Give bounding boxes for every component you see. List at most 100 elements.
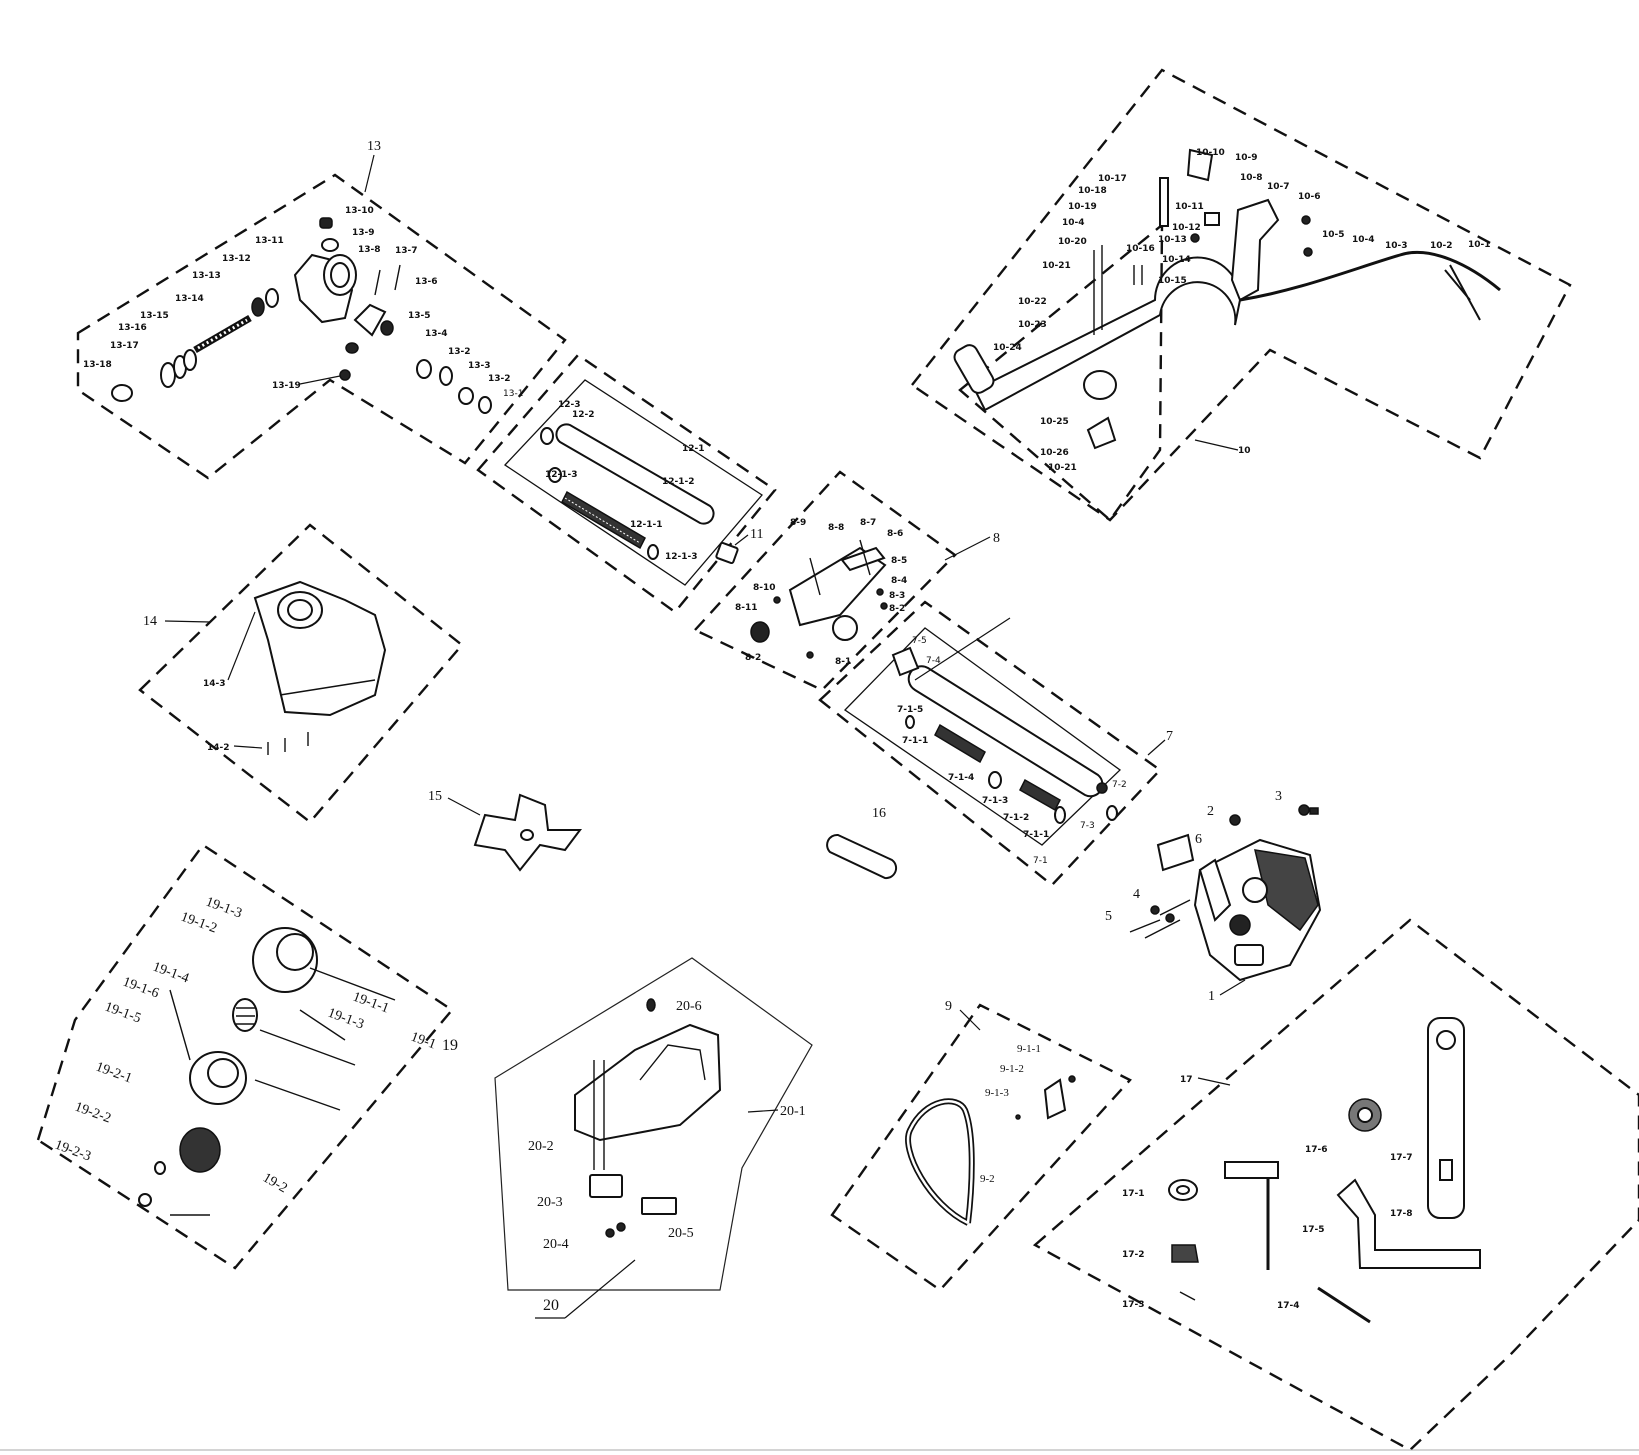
label: 7-1-4 bbox=[948, 773, 974, 783]
label: 8-1 bbox=[835, 657, 851, 667]
label: 10-14 bbox=[1162, 255, 1191, 265]
label: 17-2 bbox=[1122, 1250, 1145, 1260]
group-7-boundary bbox=[818, 600, 1162, 887]
label: 20-5 bbox=[668, 1226, 694, 1241]
label: 17-7 bbox=[1390, 1153, 1413, 1163]
label: 17-3 bbox=[1122, 1300, 1145, 1310]
group-20-boundary bbox=[494, 957, 813, 1291]
label-13: 13 bbox=[367, 139, 381, 154]
label: 8-3 bbox=[889, 591, 905, 601]
label: 4 bbox=[1133, 887, 1140, 902]
label: 8-7 bbox=[860, 518, 876, 528]
label: 13-12 bbox=[222, 254, 251, 264]
label: 19-1-2 bbox=[179, 910, 219, 937]
label: 10-4 bbox=[1062, 218, 1085, 228]
group-9-labels: 9 9-1-1 9-1-2 9-1-3 9-2 bbox=[945, 999, 1041, 1185]
label: 2 bbox=[1207, 804, 1214, 819]
label: 8-10 bbox=[753, 583, 776, 593]
label: 13-10 bbox=[345, 206, 374, 216]
tool-kit-assembly bbox=[1168, 1017, 1481, 1324]
group-8-labels: 8-9 8-8 8-7 8-6 8-5 8-4 8-10 8-3 8-11 8-… bbox=[735, 518, 1000, 667]
label: 10-11 bbox=[1175, 202, 1204, 212]
label: 13-4 bbox=[425, 329, 448, 339]
label: 10-13 bbox=[1158, 235, 1187, 245]
label: 20-3 bbox=[537, 1195, 563, 1210]
gear-head-assembly bbox=[111, 217, 492, 414]
label: 17-6 bbox=[1305, 1145, 1328, 1155]
label: 12-1-1 bbox=[630, 520, 663, 530]
label: 10-17 bbox=[1098, 174, 1127, 184]
label: 13-11 bbox=[255, 236, 284, 246]
engine-assembly bbox=[473, 793, 1322, 982]
blade-guard-assembly bbox=[574, 998, 722, 1238]
label: 12-1-3 bbox=[665, 552, 698, 562]
group-10-boundary bbox=[910, 68, 1572, 522]
label: 10-1 bbox=[1468, 240, 1491, 250]
group-17-boundary bbox=[1032, 918, 1639, 1452]
group-19-labels: 19-1-3 19-1-2 19-1-4 19-1-6 19-1-5 19-2-… bbox=[53, 895, 458, 1197]
group-14-labels: 14 14-3 14-2 bbox=[143, 611, 263, 753]
label: 19-1-3 bbox=[326, 1006, 366, 1033]
label: 10-25 bbox=[1040, 417, 1069, 427]
label: 13-14 bbox=[175, 294, 204, 304]
label-12-1: 12-1 bbox=[682, 444, 705, 454]
handle-assembly bbox=[953, 148, 1501, 450]
label: 9-1-1 bbox=[1017, 1043, 1041, 1055]
label: 9-2 bbox=[980, 1173, 995, 1185]
label: 8-2 bbox=[889, 604, 905, 614]
label: 8-8 bbox=[828, 523, 844, 533]
label: 20-2 bbox=[528, 1139, 554, 1154]
label: 13-19 bbox=[272, 381, 301, 391]
label: 19-1-6 bbox=[121, 975, 161, 1002]
label: 12-2 bbox=[572, 410, 595, 420]
label: 10-22 bbox=[1018, 297, 1047, 307]
label: 6 bbox=[1195, 832, 1202, 847]
group-12-boundary bbox=[476, 353, 777, 614]
label: 10-21 bbox=[1042, 261, 1071, 271]
label: 19-2-3 bbox=[53, 1138, 93, 1165]
label: 17-8 bbox=[1390, 1209, 1413, 1219]
label: 10-21 bbox=[1048, 463, 1077, 473]
label: 7-1-3 bbox=[982, 796, 1008, 806]
label-17: 17 bbox=[1180, 1075, 1193, 1085]
label: 13-7 bbox=[395, 246, 418, 256]
label: 10-12 bbox=[1172, 223, 1201, 233]
label: 19-1-1 bbox=[351, 990, 391, 1017]
label: 17-5 bbox=[1302, 1225, 1325, 1235]
label: 10-26 bbox=[1040, 448, 1069, 458]
label: 10-8 bbox=[1240, 173, 1263, 183]
label: 13-8 bbox=[358, 245, 381, 255]
label: 12-1-3 bbox=[545, 470, 578, 480]
group-12-labels: 12-3 12-2 12-1-3 12-1-2 12-1-1 12-1-3 12… bbox=[545, 400, 763, 562]
label: 10-3 bbox=[1385, 241, 1408, 251]
group-13-boundary bbox=[76, 173, 567, 480]
label: 17-4 bbox=[1277, 1301, 1300, 1311]
label: 3 bbox=[1275, 789, 1282, 804]
label: 9-1-3 bbox=[985, 1087, 1009, 1099]
trimmer-head-assembly bbox=[138, 927, 396, 1216]
harness-assembly bbox=[905, 1075, 1076, 1226]
label: 10-4 bbox=[1352, 235, 1375, 245]
label: 13-16 bbox=[118, 323, 147, 333]
label: 7-3 bbox=[1080, 821, 1095, 831]
label: 8-2 bbox=[745, 653, 761, 663]
label-7: 7 bbox=[1166, 729, 1173, 744]
label: 13-17 bbox=[110, 341, 139, 351]
label: 1 bbox=[1208, 989, 1215, 1004]
group-12-inner-boundary bbox=[503, 379, 763, 586]
label-8: 8 bbox=[993, 531, 1000, 546]
label: 10-18 bbox=[1078, 186, 1107, 196]
label: 7-1-1 bbox=[1023, 830, 1049, 840]
label: 10-19 bbox=[1068, 202, 1097, 212]
guard-assembly bbox=[253, 580, 387, 755]
label: 8-4 bbox=[891, 576, 907, 586]
label: 10-20 bbox=[1058, 237, 1087, 247]
label: 10-6 bbox=[1298, 192, 1321, 202]
label: 19-2-2 bbox=[73, 1100, 113, 1127]
main-shaft-assembly bbox=[826, 617, 1118, 880]
engine-labels: 2 3 6 4 5 1 16 15 bbox=[428, 789, 1282, 1004]
label-14: 14 bbox=[143, 614, 157, 629]
group-13-labels: 13 13-10 13-9 13-8 13-7 13-6 13-5 13-4 1… bbox=[83, 139, 523, 399]
